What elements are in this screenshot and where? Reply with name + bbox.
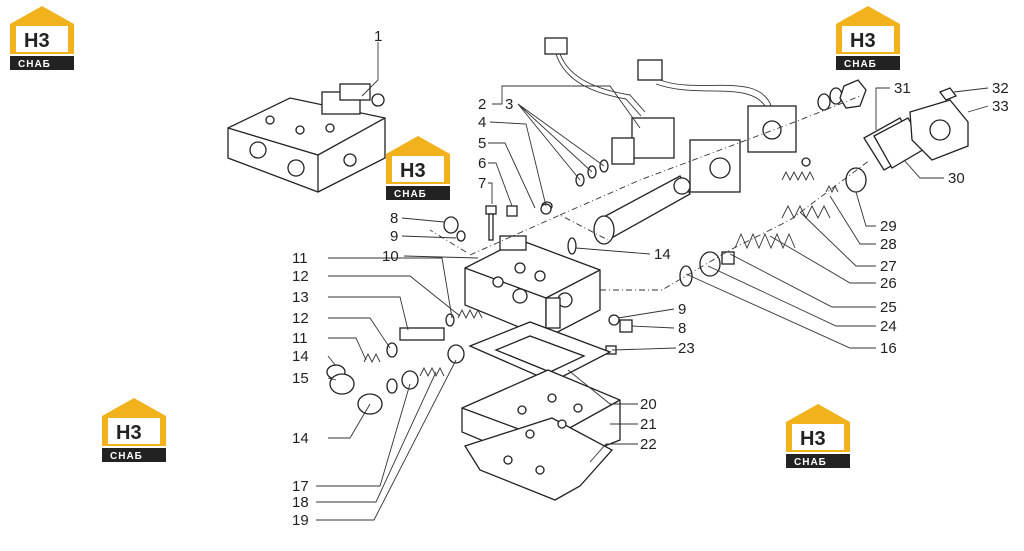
callout-9b: 9 [678, 301, 686, 318]
callout-15: 15 [292, 370, 309, 387]
callout-7: 7 [478, 175, 486, 192]
callout-28: 28 [880, 236, 897, 253]
logo-mark: H3 [850, 30, 876, 52]
callout-23: 23 [678, 340, 695, 357]
callout-24: 24 [880, 318, 897, 335]
brand-logo-3: H3 СНАБ [386, 136, 450, 200]
springs-part [679, 157, 867, 287]
valve-assembly-part [227, 83, 386, 193]
callout-27: 27 [880, 258, 897, 275]
callout-8: 8 [390, 210, 398, 227]
callout-18: 18 [292, 494, 309, 511]
logo-mark: H3 [116, 422, 142, 444]
callout-16: 16 [880, 340, 897, 357]
callout-12: 12 [292, 268, 309, 285]
callout-33: 33 [992, 98, 1009, 115]
callout-9: 9 [390, 228, 398, 245]
callout-22: 22 [640, 436, 657, 453]
callout-5: 5 [478, 135, 486, 152]
logo-wordmark: СНАБ [394, 189, 427, 200]
callout-11: 11 [292, 250, 308, 267]
cover-assembly-part [817, 79, 969, 171]
logo-wordmark: СНАБ [844, 59, 877, 70]
callout-30: 30 [948, 170, 965, 187]
callout-20: 20 [640, 396, 657, 413]
screws-part [443, 203, 633, 355]
callout-12b: 12 [292, 310, 309, 327]
callout-2: 2 [478, 96, 486, 113]
callout-14c: 14 [654, 246, 671, 263]
brand-logo-5: H3 СНАБ [786, 404, 850, 468]
spool-valve-part [593, 175, 691, 245]
callout-17: 17 [292, 478, 309, 495]
logo-mark: H3 [400, 160, 426, 182]
callout-labels: 1 2 3 4 5 6 7 8 9 10 11 12 13 12 11 14 1… [292, 28, 1009, 529]
logo-mark: H3 [800, 428, 826, 450]
callout-1: 1 [374, 28, 382, 45]
solenoid-front-part [544, 37, 675, 165]
brand-logo-2: H3 СНАБ [836, 6, 900, 70]
brand-logo-1: H3 СНАБ [10, 6, 74, 70]
callout-14: 14 [292, 348, 309, 365]
spool-stack-part [326, 308, 483, 415]
callout-10: 10 [382, 248, 399, 265]
assembly-axes [429, 95, 871, 291]
callout-6: 6 [478, 155, 486, 172]
callout-32: 32 [992, 80, 1009, 97]
valve-body-part [464, 235, 601, 339]
solenoid-rear-part [637, 59, 797, 193]
callout-3: 3 [505, 96, 513, 113]
logo-mark: H3 [24, 30, 50, 52]
callout-25: 25 [880, 299, 897, 316]
callout-26: 26 [880, 275, 897, 292]
logo-wordmark: СНАБ [18, 59, 51, 70]
plates-part [461, 321, 621, 501]
callout-21: 21 [640, 416, 657, 433]
callout-11b: 11 [292, 330, 308, 347]
callout-8b: 8 [678, 320, 686, 337]
logo-wordmark: СНАБ [110, 451, 143, 462]
logo-wordmark: СНАБ [794, 457, 827, 468]
callout-31: 31 [894, 80, 911, 97]
callout-4: 4 [478, 114, 486, 131]
brand-logo-4: H3 СНАБ [102, 398, 166, 462]
callout-14b: 14 [292, 430, 309, 447]
leader-lines [316, 42, 989, 521]
callout-29: 29 [880, 218, 897, 235]
callout-13: 13 [292, 289, 309, 306]
callout-19: 19 [292, 512, 309, 529]
